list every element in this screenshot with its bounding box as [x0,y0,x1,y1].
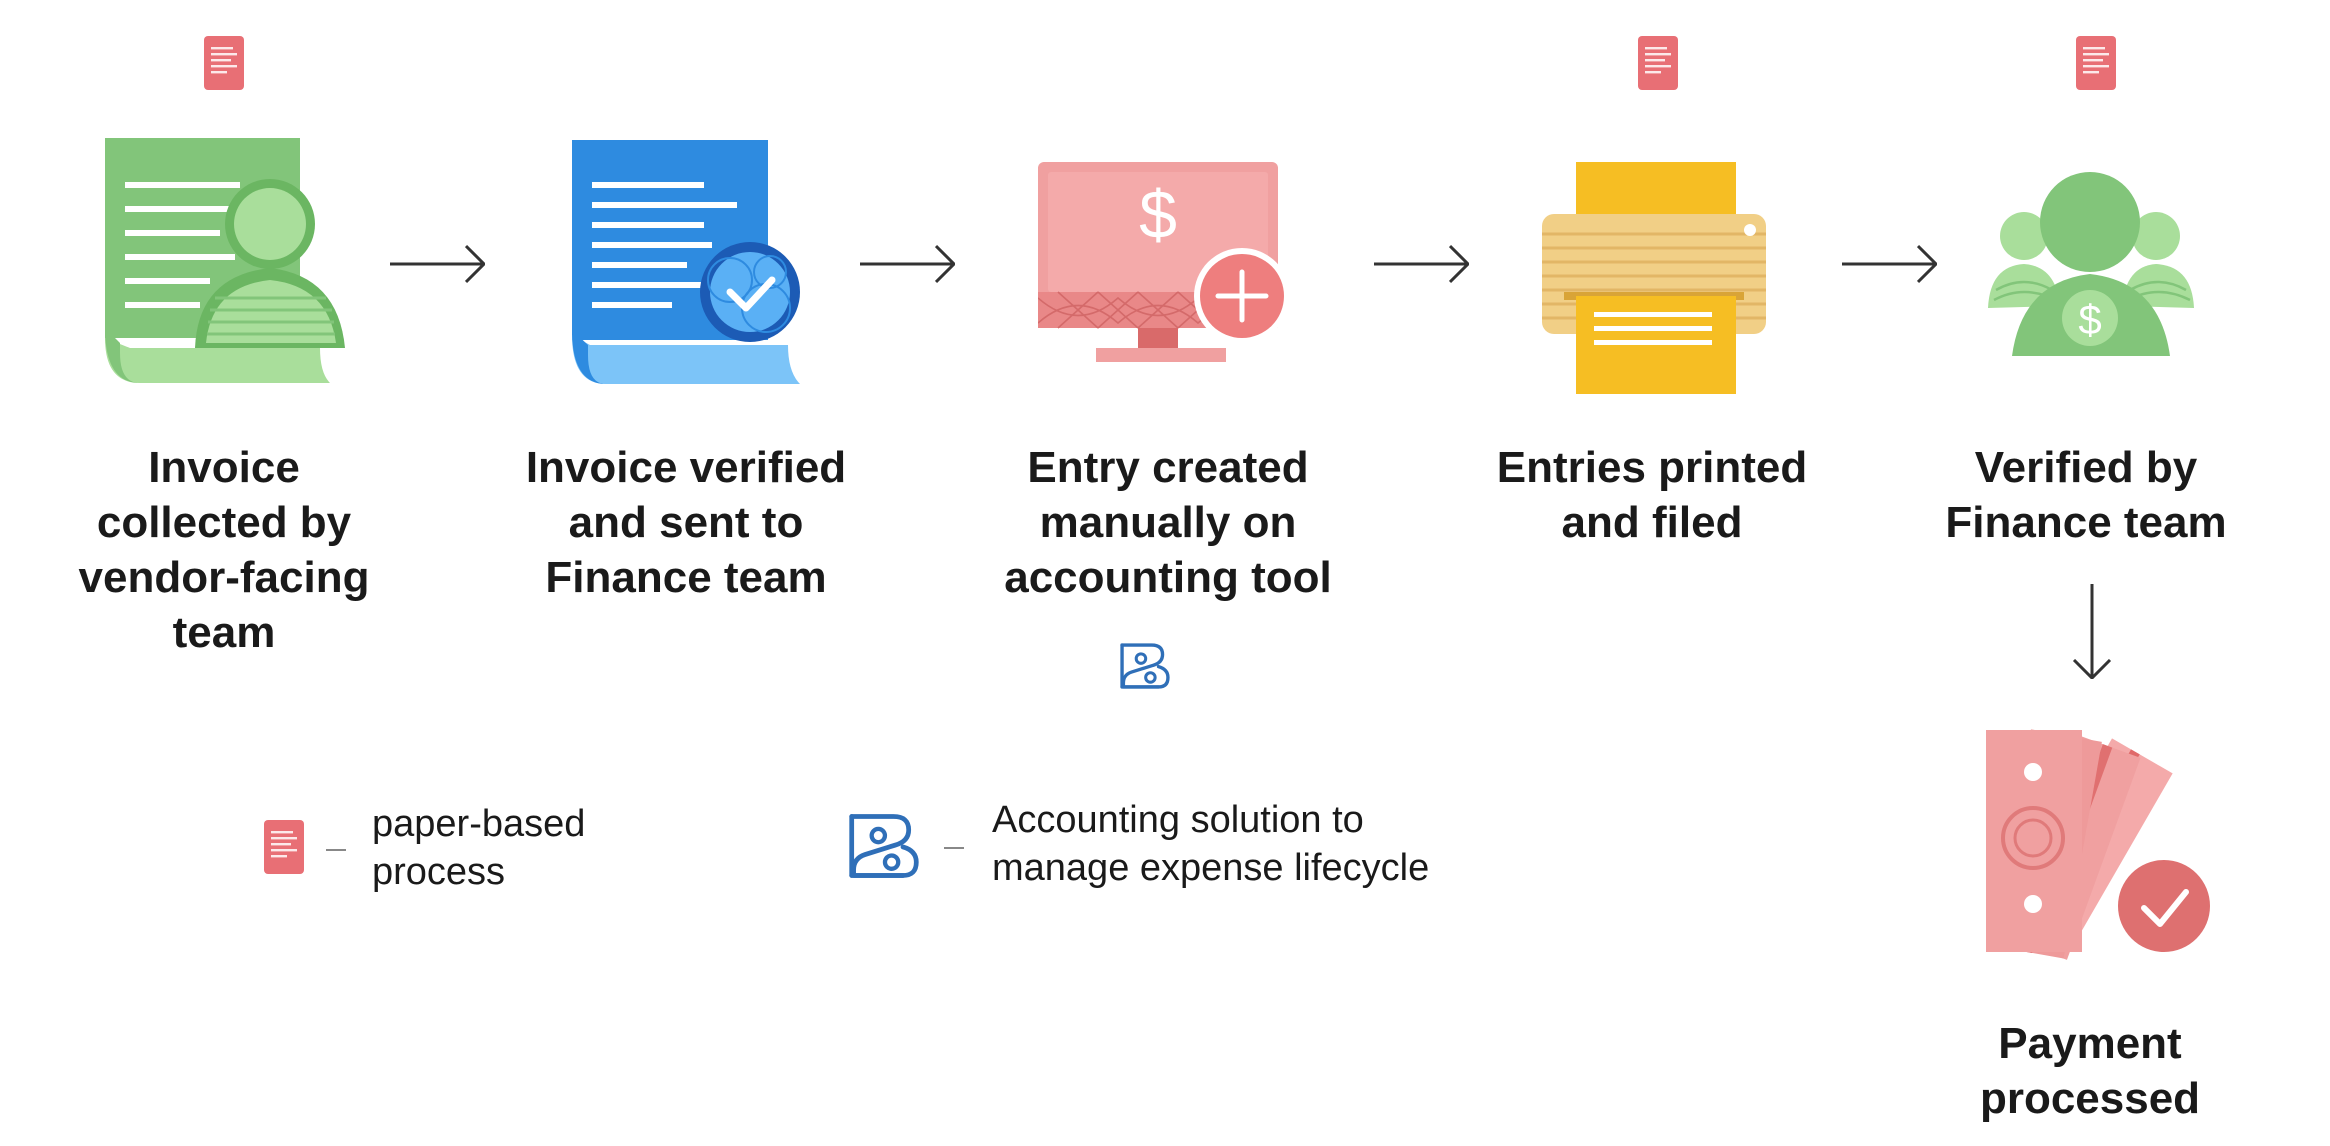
legend-dash [944,847,964,849]
invoice-person-icon [105,138,345,383]
legend-dash [326,849,346,851]
flow-arrow [390,242,488,286]
legend-accounting-text: Accounting solution to manage expense li… [992,799,1430,889]
printer-icon [1542,162,1766,394]
step-label-invoice-collected: Invoice collected by vendor-facing team [78,443,370,657]
paper-doc-icon [1638,36,1678,90]
step-label-entries-printed: Entries printed and filed [1496,443,1808,547]
verified-invoice-icon [572,140,800,384]
step-label-entry-created: Entry created manually on accounting too… [1004,443,1332,602]
monitor-dollar-icon: $ [1038,162,1290,362]
finance-team-icon: $ [1988,172,2194,356]
flow-arrow-down [2070,584,2114,682]
step-label-verified-by-finance: Verified by Finance team [1945,443,2227,547]
accounting-solution-icon [1118,640,1172,692]
legend-paper-text: paper-based process [372,803,586,893]
legend-paper-doc-icon [264,820,304,874]
legend-accounting-solution-icon [846,810,922,882]
payment-cash-icon [1986,729,2214,960]
flow-arrow [860,242,958,286]
step-label-invoice-verified: Invoice verified and sent to Finance tea… [525,443,847,602]
flow-arrow [1374,242,1472,286]
svg-text:$: $ [1139,177,1177,253]
svg-text:$: $ [2078,296,2101,343]
paper-doc-icon [2076,36,2116,90]
step-label-payment-processed: Payment processed [1979,1019,2201,1123]
flow-arrow [1842,242,1940,286]
paper-doc-icon [204,36,244,90]
